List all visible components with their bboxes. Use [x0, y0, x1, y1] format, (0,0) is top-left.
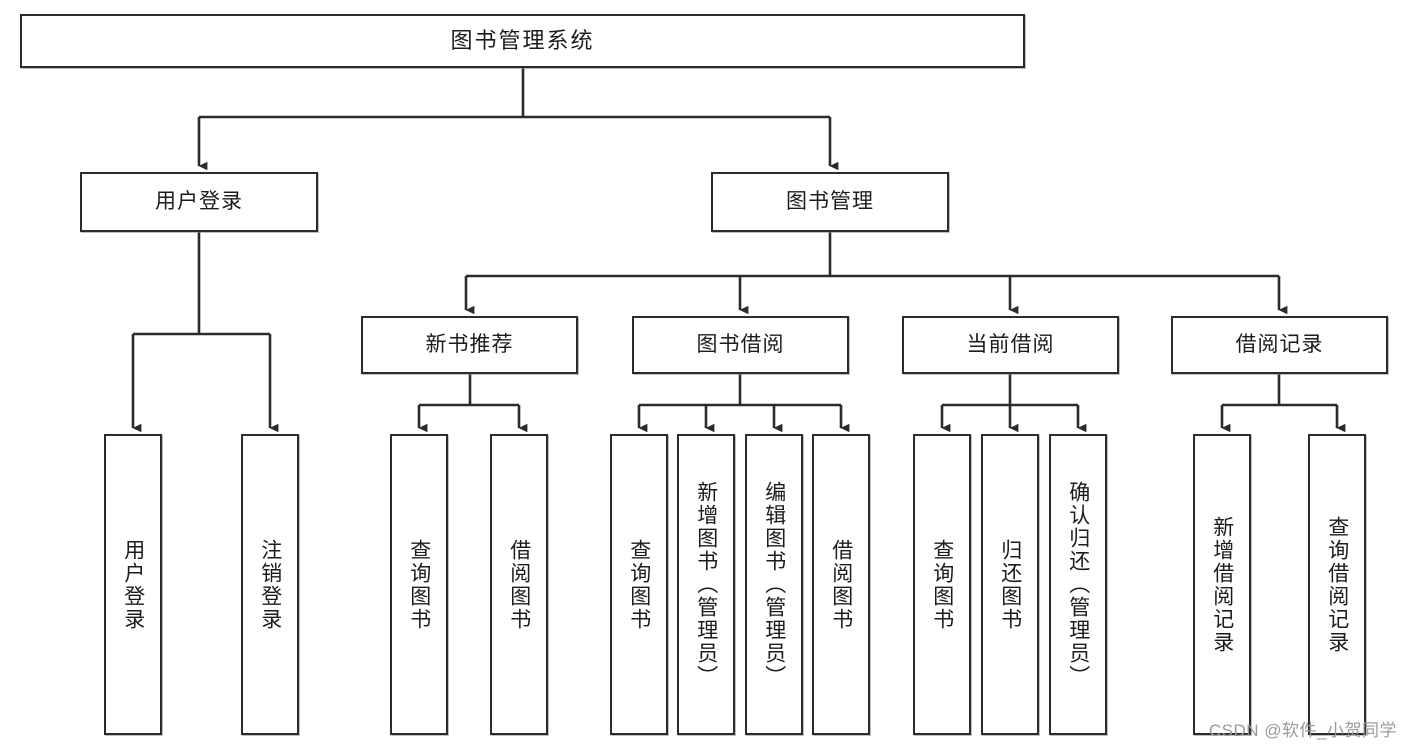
node-label: 查询借阅记录	[1325, 515, 1349, 654]
node-label: 借阅记录	[1235, 333, 1324, 357]
leaf-book-borrow-add[interactable]: 新增图书（管理员）	[677, 434, 735, 735]
leaf-borrow-record-add[interactable]: 新增借阅记录	[1193, 434, 1251, 735]
node-label: 图书管理	[786, 190, 874, 214]
node-label: 确认归还（管理员）	[1066, 481, 1090, 688]
node-label: 借阅图书	[829, 538, 853, 631]
node-label: 借阅图书	[507, 538, 531, 631]
node-borrow-record[interactable]: 借阅记录	[1171, 316, 1388, 374]
leaf-new-book-query[interactable]: 查询图书	[390, 434, 448, 735]
leaf-book-borrow-query[interactable]: 查询图书	[610, 434, 668, 735]
node-label: 图书管理系统	[450, 27, 595, 53]
node-current-borrow[interactable]: 当前借阅	[902, 316, 1119, 374]
leaf-current-borrow-return[interactable]: 归还图书	[981, 434, 1039, 735]
node-label: 图书借阅	[696, 333, 785, 357]
leaf-user-login-logout[interactable]: 注销登录	[241, 434, 299, 735]
leaf-current-borrow-query[interactable]: 查询图书	[913, 434, 971, 735]
leaf-new-book-borrow[interactable]: 借阅图书	[490, 434, 548, 735]
leaf-book-borrow-edit[interactable]: 编辑图书（管理员）	[745, 434, 803, 735]
node-root-system[interactable]: 图书管理系统	[20, 14, 1025, 68]
node-label: 查询图书	[627, 538, 651, 631]
node-book-borrow[interactable]: 图书借阅	[632, 316, 849, 374]
node-label: 归还图书	[998, 538, 1022, 631]
node-label: 新增借阅记录	[1210, 515, 1234, 654]
node-label: 当前借阅	[966, 333, 1055, 357]
node-label: 查询图书	[930, 538, 954, 631]
leaf-borrow-record-query[interactable]: 查询借阅记录	[1308, 434, 1366, 735]
node-label: 新书推荐	[425, 333, 514, 357]
node-label: 用户登录	[155, 190, 243, 214]
leaf-current-borrow-confirm-return[interactable]: 确认归还（管理员）	[1049, 434, 1107, 735]
node-book-management[interactable]: 图书管理	[711, 172, 949, 232]
node-label: 新增图书（管理员）	[694, 481, 718, 688]
watermark-text: CSDN @软件_小贺同学	[1208, 721, 1397, 740]
node-label: 注销登录	[258, 538, 282, 631]
node-label: 编辑图书（管理员）	[762, 481, 786, 688]
node-label: 查询图书	[407, 538, 431, 631]
leaf-user-login-login[interactable]: 用户登录	[104, 434, 162, 735]
leaf-book-borrow-borrow[interactable]: 借阅图书	[812, 434, 870, 735]
node-user-login[interactable]: 用户登录	[80, 172, 318, 232]
node-new-book-recommend[interactable]: 新书推荐	[361, 316, 578, 374]
node-label: 用户登录	[121, 538, 145, 631]
